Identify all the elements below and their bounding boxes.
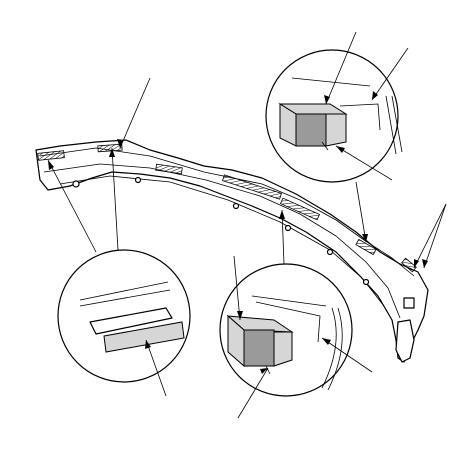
backing-outline — [89, 307, 173, 335]
arrowhead-9 — [109, 148, 115, 157]
arrowhead-2 — [324, 95, 330, 104]
right-end-bracket — [395, 319, 415, 363]
leader-top-right-tab-b — [371, 47, 409, 101]
clip-boss-1 — [72, 180, 80, 188]
main-absorber-part — [35, 139, 429, 363]
absorber-upper-ridge — [39, 147, 415, 277]
arrowhead-11 — [145, 340, 151, 349]
block2-end-face — [273, 331, 293, 367]
panel-edge-top — [291, 77, 371, 87]
clip-boss-4 — [284, 224, 292, 232]
leader-lines — [47, 31, 447, 419]
tape-strip-right — [355, 238, 377, 256]
leader-right-pair-b — [423, 203, 447, 269]
right-end-tab — [403, 297, 415, 309]
arrowhead-12 — [237, 311, 243, 320]
arrowhead-5 — [414, 259, 419, 268]
panel-curve-a — [321, 307, 337, 389]
arrowhead-10 — [279, 210, 285, 219]
absorber-bottom-ridge — [59, 175, 385, 307]
detail-circle-bottom-center — [219, 263, 353, 397]
block2-foot — [265, 365, 271, 375]
arrowhead-8 — [48, 160, 54, 170]
leader-top-right-tab-a — [325, 31, 357, 105]
panel-curve-b — [327, 307, 343, 391]
panel-edge-side — [339, 103, 381, 131]
connector-top-right — [355, 181, 367, 243]
detail-circle-top-right — [265, 49, 403, 183]
detail-circle-bottom-left — [57, 249, 191, 383]
tape-strip-left-end — [37, 150, 65, 161]
leader-bottom-center-strip — [237, 367, 269, 419]
block-foot — [321, 141, 329, 151]
connector-bottom-left-b — [111, 147, 119, 251]
arrowhead-14 — [322, 338, 331, 345]
leader-bottom-left-tape — [145, 339, 167, 397]
surface-line-b — [79, 289, 171, 307]
panel-line-side — [255, 301, 321, 343]
block2-front-face — [243, 329, 275, 367]
arrowhead-1 — [117, 139, 123, 148]
tape-strip-right-end — [401, 257, 417, 273]
leader-right-clip — [335, 145, 393, 181]
absorber-lower-ridge — [43, 163, 401, 319]
arrowhead-3 — [372, 91, 378, 100]
tape-piece — [103, 321, 185, 353]
panel-edge-right-a — [385, 95, 397, 155]
panel-edge-right-b — [391, 95, 403, 153]
panel-line-top — [251, 295, 327, 307]
leader-bottom-right-edge — [321, 337, 373, 373]
block-front-face — [295, 113, 327, 147]
clip-boss-2 — [134, 176, 142, 184]
arrowhead-7 — [362, 234, 368, 242]
clip-boss-5 — [326, 248, 334, 256]
clip-boss-3 — [232, 202, 240, 210]
surface-line-a — [79, 281, 169, 301]
tape-strip-top-left — [97, 143, 123, 153]
tape-strip-center-right — [279, 197, 321, 221]
tape-strip-center-left — [155, 163, 183, 175]
block-end-face — [325, 113, 347, 147]
connector-bottom-left-a — [47, 159, 97, 253]
arrowhead-4 — [336, 146, 345, 153]
arrowhead-6 — [422, 259, 428, 268]
leader-top-left-strip — [119, 77, 151, 149]
arrowhead-13 — [260, 368, 268, 374]
absorber-outline — [35, 139, 429, 363]
arrowheads — [48, 91, 428, 374]
tape-strip-center-long — [222, 174, 282, 200]
leader-right-pair — [413, 203, 447, 269]
clip-boss-6 — [362, 278, 370, 286]
leader-bottom-center-tab — [233, 255, 241, 321]
